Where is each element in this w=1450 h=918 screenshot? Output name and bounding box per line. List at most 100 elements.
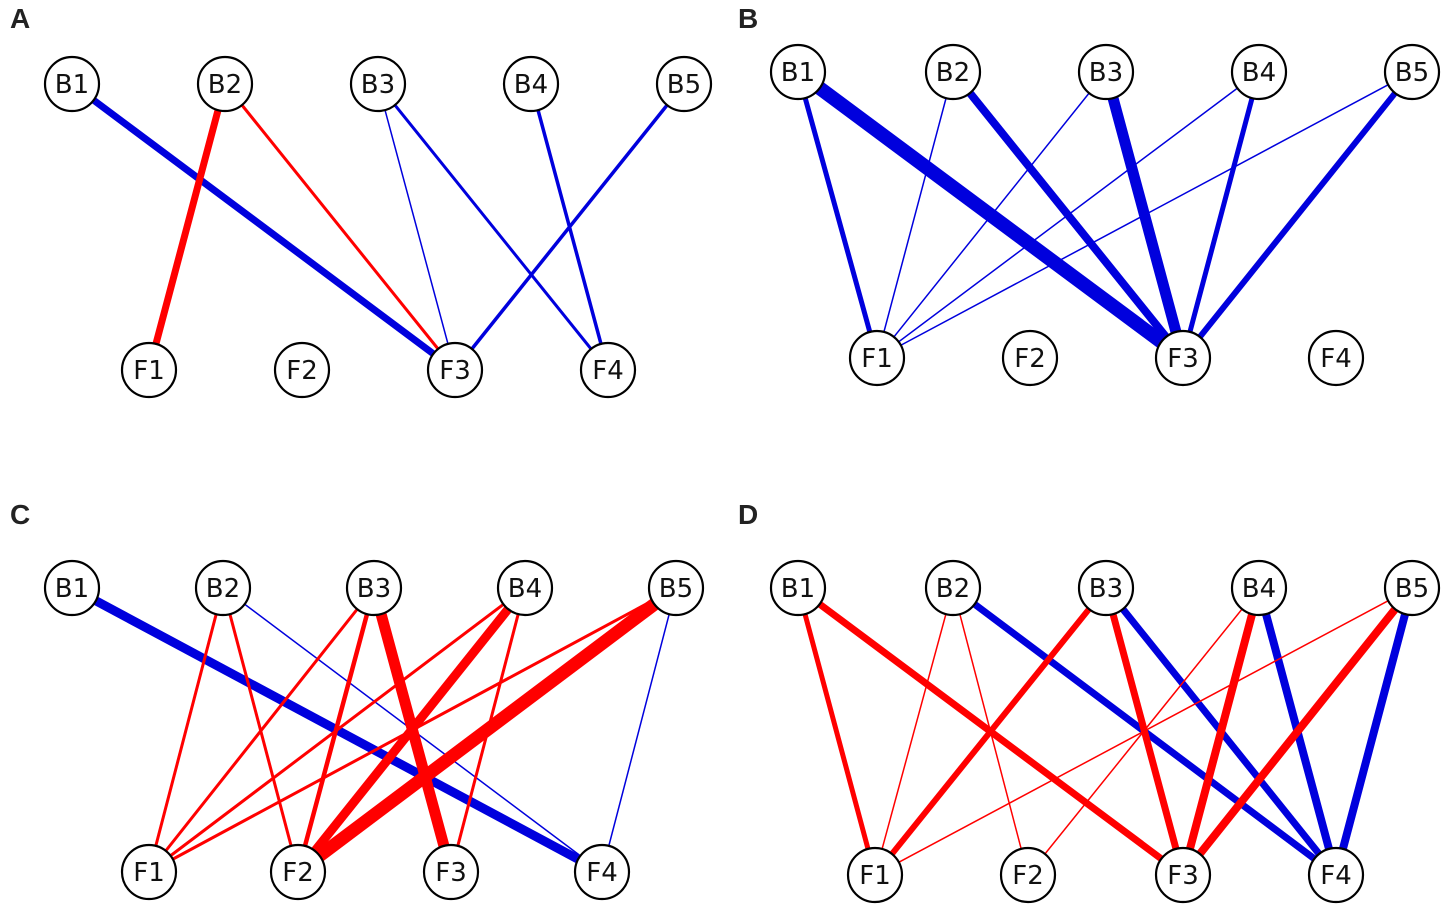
node-label: F3 [1167, 344, 1199, 374]
node-label: B1 [781, 574, 815, 604]
node-f3: F3 [1154, 846, 1212, 904]
node-circle [194, 559, 252, 617]
node-circle [349, 55, 407, 113]
node-circle [1077, 559, 1135, 617]
panel-label: A [10, 3, 30, 34]
node-circle [196, 55, 254, 113]
node-circle [579, 341, 637, 399]
panel-label: B [738, 3, 758, 34]
node-label: F4 [1320, 861, 1352, 891]
edge-layer [69, 81, 686, 373]
node-label: F1 [859, 861, 891, 891]
node-circle [269, 843, 327, 901]
node-f2: F2 [999, 846, 1057, 904]
node-label: F1 [133, 356, 165, 386]
node-circle [496, 559, 554, 617]
edge-layer [795, 585, 1416, 878]
edge-b2-f1 [147, 587, 225, 873]
panel-label: C [10, 499, 30, 530]
node-circle [1307, 329, 1365, 387]
node-label: B4 [508, 574, 542, 604]
node-f2: F2 [269, 843, 327, 901]
node-label: B4 [514, 70, 548, 100]
node-label: B1 [781, 58, 815, 88]
node-b2: B2 [924, 559, 982, 617]
node-label: F1 [861, 344, 893, 374]
node-f3: F3 [426, 341, 484, 399]
edge-b3-f1 [872, 586, 1109, 877]
edge-layer [69, 582, 680, 878]
node-circle [426, 341, 484, 399]
node-circle [1154, 329, 1212, 387]
node-label: B5 [659, 574, 693, 604]
node-circle [120, 843, 178, 901]
node-label: F3 [439, 356, 471, 386]
node-circle [846, 846, 904, 904]
node-label: F2 [282, 858, 314, 888]
edge-b5-f3 [453, 82, 686, 372]
edge-b1-f3 [793, 66, 1188, 364]
node-circle [345, 559, 403, 617]
node-b4: B4 [502, 55, 560, 113]
node-circle [1230, 559, 1288, 617]
node-b3: B3 [1077, 43, 1135, 101]
node-f4: F4 [579, 341, 637, 399]
node-label: F4 [1320, 344, 1352, 374]
node-circle [502, 55, 560, 113]
node-f3: F3 [1154, 329, 1212, 387]
node-label: F3 [435, 858, 467, 888]
edge-b2-f1 [874, 587, 954, 876]
node-label: F2 [1014, 344, 1046, 374]
edge-b1-f1 [795, 71, 880, 359]
node-label: B1 [55, 70, 89, 100]
node-circle [848, 329, 906, 387]
edge-b3-f3 [377, 83, 456, 371]
node-circle [1307, 846, 1365, 904]
edge-b4-f1 [876, 71, 1260, 359]
node-circle [1383, 559, 1441, 617]
node-b5: B5 [1383, 559, 1441, 617]
edge-b2-f1 [145, 83, 229, 371]
edge-layer [793, 66, 1415, 364]
edge-b5-f3 [1180, 70, 1415, 360]
node-b4: B4 [1230, 43, 1288, 101]
node-circle [655, 55, 713, 113]
node-label: F2 [286, 356, 318, 386]
edge-b2-f1 [876, 71, 954, 359]
node-b4: B4 [496, 559, 554, 617]
node-f2: F2 [273, 341, 331, 399]
node-label: B3 [1089, 574, 1123, 604]
node-circle [647, 559, 705, 617]
node-f1: F1 [848, 329, 906, 387]
node-circle [924, 559, 982, 617]
edge-b5-f1 [148, 586, 677, 874]
node-label: B5 [1395, 574, 1429, 604]
node-circle [120, 341, 178, 399]
node-b2: B2 [196, 55, 254, 113]
node-circle [1077, 43, 1135, 101]
node-label: B4 [1242, 58, 1276, 88]
node-circle [769, 43, 827, 101]
edge-b5-f1 [874, 587, 1413, 876]
node-b5: B5 [655, 55, 713, 113]
node-label: B3 [361, 70, 395, 100]
node-circle [43, 55, 101, 113]
edge-b5-f4 [1332, 586, 1416, 877]
node-b2: B2 [194, 559, 252, 617]
edge-b1-f3 [69, 81, 458, 373]
edge-b4-f3 [1180, 71, 1262, 359]
node-label: B2 [936, 58, 970, 88]
node-f1: F1 [846, 846, 904, 904]
node-f1: F1 [120, 341, 178, 399]
node-circle [1383, 43, 1441, 101]
node-circle [1001, 329, 1059, 387]
node-b2: B2 [924, 43, 982, 101]
node-b1: B1 [769, 559, 827, 617]
edge-b5-f2 [294, 582, 680, 878]
node-f1: F1 [120, 843, 178, 901]
